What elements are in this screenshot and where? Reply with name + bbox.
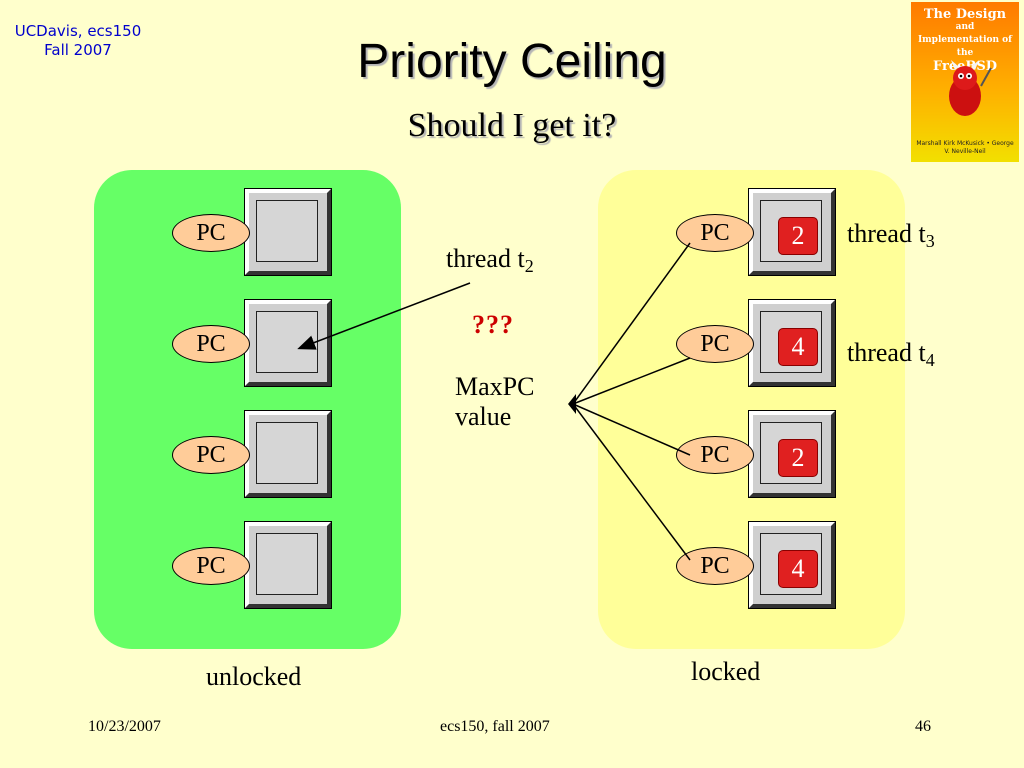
- course-label: UCDavis, ecs150 Fall 2007: [8, 22, 148, 60]
- maxpc-line-1-text: MaxPC: [455, 372, 535, 401]
- book-title-line-1: The Design: [923, 7, 1007, 22]
- maxpc-pointer-icon: [568, 394, 576, 414]
- question-marks: ???: [472, 310, 514, 339]
- ceiling-badge-3: 2: [778, 439, 818, 477]
- thread-t2-arrow: [297, 282, 471, 350]
- unlocked-pc-2: PC: [172, 325, 250, 363]
- maxpc-line-3: [572, 403, 691, 456]
- unlocked-lock-3: [244, 410, 332, 498]
- ceiling-badge-1: 2: [778, 217, 818, 255]
- locked-label: locked: [691, 657, 761, 686]
- unlocked-label: unlocked: [206, 662, 302, 691]
- book-authors: Marshall Kirk McKusick • George V. Nevil…: [916, 140, 1014, 155]
- locked-pc-2: PC: [676, 325, 754, 363]
- unlocked-lock-1: [244, 188, 332, 276]
- maxpc-line-2-text: value: [455, 402, 512, 431]
- footer-page-number: 46: [915, 718, 931, 735]
- footer-date: 10/23/2007: [88, 718, 161, 735]
- daemon-mascot-icon: [949, 60, 992, 116]
- course-line-1: UCDavis, ecs150: [14, 22, 142, 40]
- thread-t4-label: thread t4: [847, 338, 935, 370]
- maxpc-line-1: [572, 242, 691, 405]
- locked-pc-1: PC: [676, 214, 754, 252]
- maxpc-line-2: [572, 357, 691, 405]
- slide-subtitle: Should I get it?: [407, 107, 617, 144]
- footer-course: ecs150, fall 2007: [440, 718, 550, 735]
- book-title-line-2: and Implementation of the: [917, 22, 1013, 58]
- maxpc-line-4: [572, 403, 691, 561]
- maxpc-value-label: MaxPC value: [455, 372, 534, 432]
- thread-t2-label: thread t2: [446, 244, 534, 276]
- thread-t3-label: thread t3: [847, 219, 935, 251]
- locked-pc-4: PC: [676, 547, 754, 585]
- unlocked-pc-4: PC: [172, 547, 250, 585]
- unlocked-lock-4: [244, 521, 332, 609]
- book-title: The Design and Implementation of the Fre…: [915, 8, 1015, 73]
- unlocked-pc-3: PC: [172, 436, 250, 474]
- course-line-2: Fall 2007: [44, 41, 112, 59]
- slide-title: Priority Ceiling: [357, 35, 667, 88]
- ceiling-badge-2: 4: [778, 328, 818, 366]
- unlocked-pc-1: PC: [172, 214, 250, 252]
- book-cover-image: The Design and Implementation of the Fre…: [911, 2, 1019, 162]
- ceiling-badge-4: 4: [778, 550, 818, 588]
